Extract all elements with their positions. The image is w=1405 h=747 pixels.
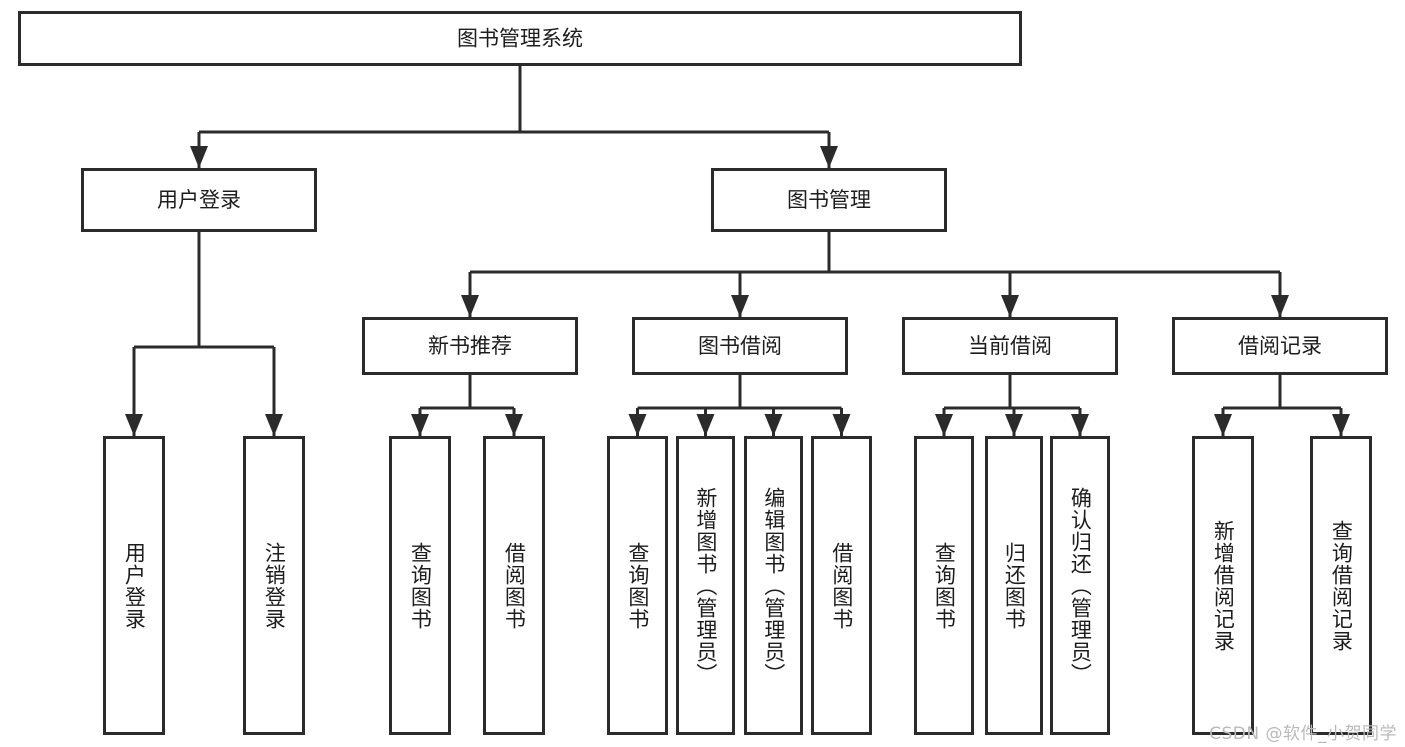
leaf-box-10[interactable] xyxy=(1050,436,1110,735)
watermark-text: CSDN @软件_小贺同学 xyxy=(1209,724,1397,744)
leaf-box-2[interactable] xyxy=(389,436,451,735)
arrow-head-icon xyxy=(935,414,953,436)
level3-box-3[interactable] xyxy=(1172,317,1388,375)
level2-box-1[interactable] xyxy=(711,168,947,232)
arrow-head-icon xyxy=(628,414,647,436)
arrow-head-icon xyxy=(411,414,429,436)
arrow-head-icon xyxy=(1005,414,1023,436)
level2-box-0[interactable] xyxy=(81,168,317,232)
leaf-box-9[interactable] xyxy=(985,436,1043,735)
leaf-box-3[interactable] xyxy=(483,436,545,735)
leaf-box-4[interactable] xyxy=(607,436,668,735)
arrow-head-icon xyxy=(1071,414,1089,436)
level2-label-1: 图书管理 xyxy=(787,188,871,212)
arrow-head-icon xyxy=(125,414,143,436)
level3-box-2[interactable] xyxy=(902,317,1118,375)
leaf-box-5[interactable] xyxy=(676,436,735,735)
leaf-box-1[interactable] xyxy=(243,436,305,735)
arrow-head-icon xyxy=(764,414,783,436)
level3-label-0: 新书推荐 xyxy=(428,334,512,358)
leaf-box-11[interactable] xyxy=(1192,436,1254,735)
arrow-head-icon xyxy=(832,414,851,436)
leaf-box-8[interactable] xyxy=(914,436,974,735)
leaf-box-12[interactable] xyxy=(1310,436,1372,735)
arrow-head-icon xyxy=(190,146,208,168)
level2-label-0: 用户登录 xyxy=(157,188,241,212)
arrow-head-icon xyxy=(1271,295,1289,317)
leaf-box-6[interactable] xyxy=(744,436,803,735)
arrow-head-icon xyxy=(820,146,838,168)
root-box-0[interactable] xyxy=(18,11,1022,66)
arrow-head-icon xyxy=(461,295,479,317)
arrow-head-icon xyxy=(1332,414,1350,436)
level3-label-2: 当前借阅 xyxy=(968,334,1052,358)
arrow-head-icon xyxy=(265,414,283,436)
connector-layer xyxy=(125,66,1350,436)
leaf-box-7[interactable] xyxy=(811,436,872,735)
leaf-box-0[interactable] xyxy=(103,436,165,735)
arrow-head-icon xyxy=(1001,295,1019,317)
level3-label-3: 借阅记录 xyxy=(1238,334,1322,358)
arrow-head-icon xyxy=(696,414,715,436)
level3-label-1: 图书借阅 xyxy=(698,334,782,358)
arrow-head-icon xyxy=(731,295,749,317)
arrow-head-icon xyxy=(505,414,523,436)
level3-box-0[interactable] xyxy=(362,317,578,375)
arrow-head-icon xyxy=(1214,414,1232,436)
root-label-0: 图书管理系统 xyxy=(457,27,583,51)
level3-box-1[interactable] xyxy=(632,317,848,375)
node-box-layer xyxy=(18,11,1388,735)
